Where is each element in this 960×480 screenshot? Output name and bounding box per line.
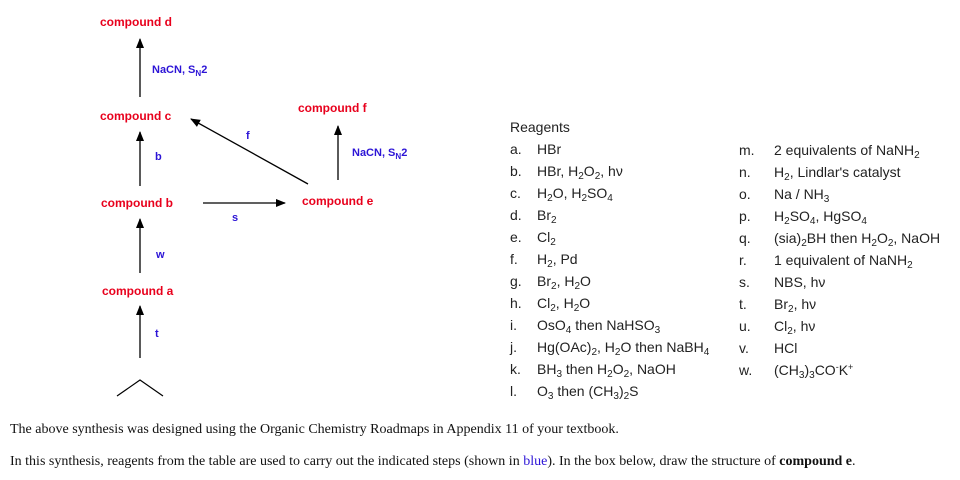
reagent-text: H2SO4, HgSO4 (774, 208, 867, 227)
reagent-row-b: b. HBr, H2O2, hν (510, 160, 709, 182)
reagent-text: HBr (537, 141, 562, 157)
reagent-row-i: i. OsO4 then NaHSO3 (510, 314, 709, 336)
blue-word: blue (523, 454, 548, 469)
reagent-letter: k. (510, 361, 521, 377)
reagent-text: (CH3)3CO-K+ (774, 362, 854, 381)
reagent-text: Na / NH3 (774, 186, 830, 205)
starting-material-structure (116, 379, 164, 397)
reagent-letter: p. (739, 208, 751, 224)
reagent-text: OsO4 then NaHSO3 (537, 317, 661, 336)
reagent-row-d: d. Br2 (510, 204, 709, 226)
compound-e-label: compound e (302, 194, 374, 208)
reagent-row-k: k. BH3 then H2O2, NaOH (510, 358, 709, 380)
reagent-text: HBr, H2O2, hν (537, 163, 623, 182)
reagent-letter: w. (739, 362, 753, 378)
reagent-row-u: u. Cl2, hν (739, 315, 940, 337)
step-label-c-to-d: NaCN, SN2 (152, 64, 207, 78)
compound-d-label: compound d (100, 15, 172, 29)
reagent-row-m: m. 2 equivalents of NaNH2 (739, 139, 940, 161)
reagent-text: H2O, H2SO4 (537, 185, 613, 204)
reagent-text: Br2 (537, 207, 557, 226)
step-label-a-to-b: w (155, 249, 165, 261)
reagent-letter: r. (739, 252, 747, 268)
reagents-heading: Reagents (510, 119, 570, 135)
reagent-text: NBS, hν (774, 274, 826, 290)
reagent-row-t: t. Br2, hν (739, 293, 940, 315)
step-label-e-to-c: f (246, 130, 250, 142)
reagent-letter: q. (739, 230, 751, 246)
reagent-row-q: q. (sia)2BH then H2O2, NaOH (739, 227, 940, 249)
reagent-letter: l. (510, 383, 517, 399)
compound-a-label: compound a (102, 284, 174, 298)
reagent-row-p: p. H2SO4, HgSO4 (739, 205, 940, 227)
reagent-text: BH3 then H2O2, NaOH (537, 361, 676, 380)
reagent-letter: o. (739, 186, 751, 202)
reagent-letter: h. (510, 295, 522, 311)
step-label-b-to-e: s (232, 212, 238, 224)
reagent-text: 1 equivalent of NaNH2 (774, 252, 913, 271)
compound-c-label: compound c (100, 109, 172, 123)
reagent-text: Cl2, hν (774, 318, 816, 337)
reagent-letter: e. (510, 229, 522, 245)
reagent-row-n: n. H2, Lindlar's catalyst (739, 161, 940, 183)
arrow-e-to-c (190, 118, 309, 185)
step-label-start-to-a: t (155, 328, 159, 340)
reagent-row-h: h. Cl2, H2O (510, 292, 709, 314)
reagent-text: HCl (774, 340, 798, 356)
reagent-row-a: a. HBr (510, 138, 709, 160)
reagent-table-right: m. 2 equivalents of NaNH2 n. H2, Lindlar's… (739, 139, 940, 381)
reagent-row-j: j. Hg(OAc)2, H2O then NaBH4 (510, 336, 709, 358)
reagent-text: H2, Lindlar's catalyst (774, 164, 901, 183)
reagent-text: Br2, hν (774, 296, 817, 315)
reagent-table-left: Reagents a. HBr b. HBr, H2O2, hν c. H2O, H2… (510, 116, 709, 402)
reagent-text: Cl2 (537, 229, 556, 248)
reagent-letter: f. (510, 251, 518, 267)
reagent-row-r: r. 1 equivalent of NaNH2 (739, 249, 940, 271)
reagent-letter: s. (739, 274, 750, 290)
compound-b-label: compound b (101, 196, 173, 210)
reagent-text: Hg(OAc)2, H2O then NaBH4 (537, 339, 710, 358)
reagent-row-c: c. H2O, H2SO4 (510, 182, 709, 204)
reagent-row-f: f. H2, Pd (510, 248, 709, 270)
reagent-row-e: e. Cl2 (510, 226, 709, 248)
synthesis-roadmap: compound d compound c compound f compoun… (100, 15, 407, 397)
reagent-row-v: v. HCl (739, 337, 940, 359)
target-compound: compound e (779, 454, 853, 469)
reagent-letter: t. (739, 296, 747, 312)
reagent-text: H2, Pd (537, 251, 578, 270)
reagent-text: O3 then (CH3)2S (537, 383, 639, 402)
step-label-e-to-f: NaCN, SN2 (352, 147, 407, 161)
reagent-letter: i. (510, 317, 517, 333)
reagent-letter: v. (739, 340, 749, 356)
reagent-letter: m. (739, 142, 755, 158)
reagent-row-l: l. O3 then (CH3)2S (510, 380, 709, 402)
reagent-row-w: w. (CH3)3CO-K+ (739, 359, 940, 381)
reagent-letter: b. (510, 163, 522, 179)
reagent-text: (sia)2BH then H2O2, NaOH (774, 230, 941, 249)
reagent-letter: d. (510, 207, 522, 223)
reagent-letter: g. (510, 273, 522, 289)
reagent-letter: a. (510, 141, 522, 157)
reagent-text: Cl2, H2O (537, 295, 591, 314)
instruction-paragraph-1: The above synthesis was designed using t… (10, 422, 619, 437)
reagent-text: Br2, H2O (537, 273, 591, 292)
instruction-paragraph-2: In this synthesis, reagents from the tab… (10, 454, 856, 469)
reagent-letter: j. (510, 339, 517, 355)
reagent-row-g: g. Br2, H2O (510, 270, 709, 292)
reagent-letter: c. (510, 185, 521, 201)
reagent-text: 2 equivalents of NaNH2 (774, 142, 920, 161)
reagent-row-o: o. Na / NH3 (739, 183, 940, 205)
reagent-letter: n. (739, 164, 751, 180)
compound-f-label: compound f (298, 101, 368, 115)
reagent-row-s: s. NBS, hν (739, 271, 940, 293)
reagent-letter: u. (739, 318, 751, 334)
step-label-b-to-c: b (155, 151, 162, 163)
